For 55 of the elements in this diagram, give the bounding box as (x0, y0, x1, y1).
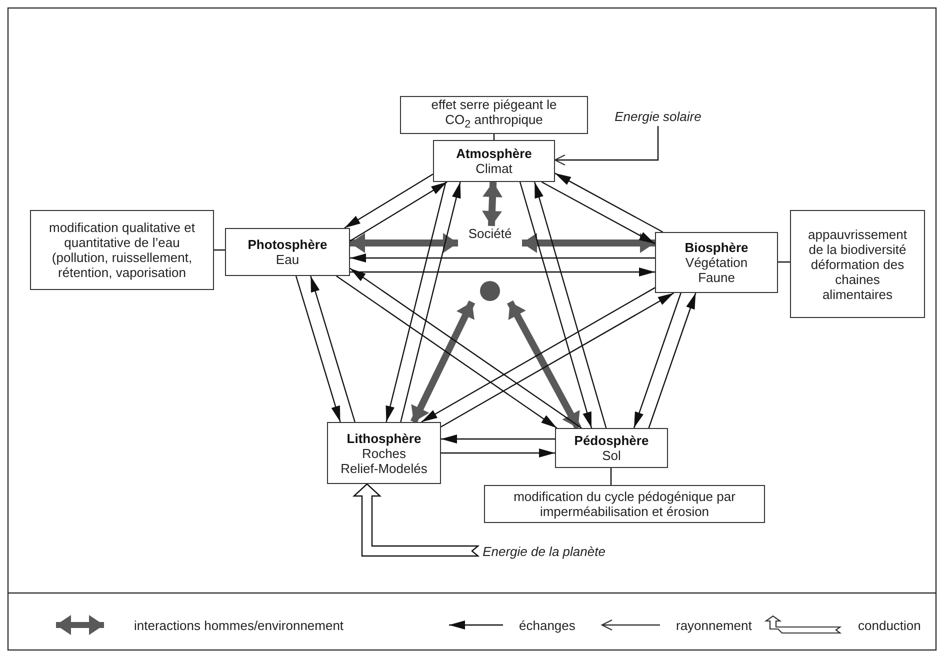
sphere-subtitle: Sol (602, 448, 621, 463)
note-text: modification qualitative et quantitative de l’eau (pollution, ruissellement, rétention, vaporisation (48, 220, 196, 280)
sphere-title: Lithosphère (346, 430, 422, 446)
leader-line (778, 261, 790, 263)
note-text: effet serre piégeant le CO$_{2}$ anthropique (430, 97, 558, 133)
note-box (484, 485, 765, 523)
exchange-arrow (421, 287, 656, 423)
sphere-subtitle: Eau (276, 252, 300, 267)
exchange-arrow (554, 172, 664, 233)
exchange-arrow (519, 182, 592, 428)
sphere-title: Pédosphère (574, 433, 649, 448)
sphere-subtitle: Végétation Faune (684, 255, 749, 285)
leader-line (610, 468, 612, 485)
exchange-arrow (350, 181, 448, 242)
note-text: appauvrissement de la biodiversité déformation des chaines alimentaires (807, 226, 908, 302)
note-box (30, 210, 214, 290)
interaction-arrow (506, 300, 582, 430)
exchange-arrow (295, 276, 341, 422)
energy-label: Energie solaire (614, 108, 702, 124)
legend-label: rayonnement (676, 618, 752, 632)
exchange-arrow (534, 182, 607, 428)
exchange-arrow (350, 268, 655, 276)
exchange-arrow (336, 276, 558, 428)
interaction-arrow (350, 233, 458, 253)
interaction-arrow (522, 233, 655, 253)
note-box (400, 96, 588, 134)
interaction-arrow (482, 182, 503, 226)
legend-label: interactions hommes/environnement (134, 618, 344, 632)
interaction-arrow (410, 300, 476, 424)
radiation-arrow (554, 126, 659, 166)
exchange-arrow (541, 181, 656, 244)
exchange-arrow (344, 174, 434, 229)
legend-label: conduction (858, 618, 921, 632)
conduction-arrow (352, 483, 480, 557)
exchange-arrow (633, 292, 682, 428)
sphere-subtitle: Roches Relief-Modelés (340, 446, 428, 476)
exchange-arrow (440, 292, 674, 428)
sphere-title: Biosphère (684, 240, 748, 255)
sphere-title: Photosphère (248, 237, 328, 252)
exchange-arrow (400, 182, 461, 422)
exchange-arrow (310, 276, 356, 422)
exchange-arrow (441, 448, 555, 458)
sphere-title: Atmosphère (456, 146, 532, 161)
society-label: Société (468, 226, 512, 241)
exchange-arrow (648, 292, 696, 428)
leader-line (214, 249, 225, 251)
note-text: modification du cycle pédogénique par imperméabilisation et érosion (512, 489, 736, 519)
exchange-arrow (386, 182, 446, 422)
legend-label: échanges (519, 618, 576, 632)
note-box (790, 210, 925, 318)
sphere-subtitle: Climat (476, 161, 512, 176)
energy-label: Energie de la planète (482, 544, 606, 558)
exchange-arrow (441, 434, 555, 444)
exchange-arrow (350, 268, 582, 428)
exchange-arrow (350, 254, 655, 262)
